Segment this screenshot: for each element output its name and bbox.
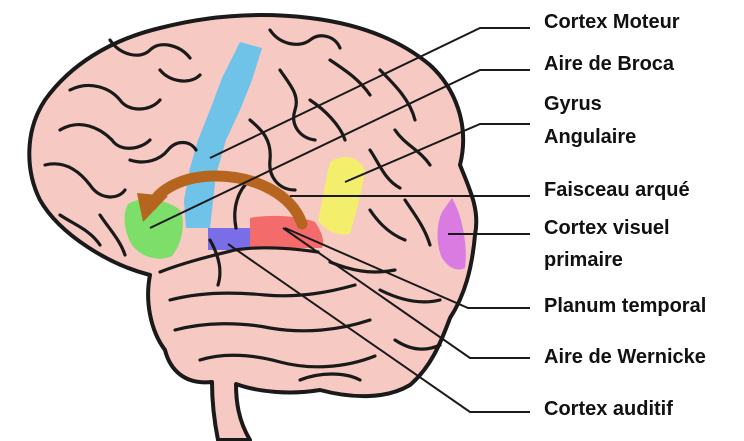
label-visual-cortex-line2: primaire xyxy=(544,249,623,271)
label-arcuate-fasciculus: Faisceau arqué xyxy=(544,179,690,201)
label-angular-gyrus-line1: Gyrus xyxy=(544,93,602,115)
label-angular-gyrus-line2: Angulaire xyxy=(544,126,636,148)
label-auditory-cortex: Cortex auditif xyxy=(544,398,673,420)
label-motor-cortex: Cortex Moteur xyxy=(544,11,680,33)
label-visual-cortex-line1: Cortex visuel xyxy=(544,217,670,239)
label-planum-temporale: Planum temporal xyxy=(544,295,706,317)
label-broca-area: Aire de Broca xyxy=(544,53,675,75)
label-wernicke-area: Aire de Wernicke xyxy=(544,346,706,368)
